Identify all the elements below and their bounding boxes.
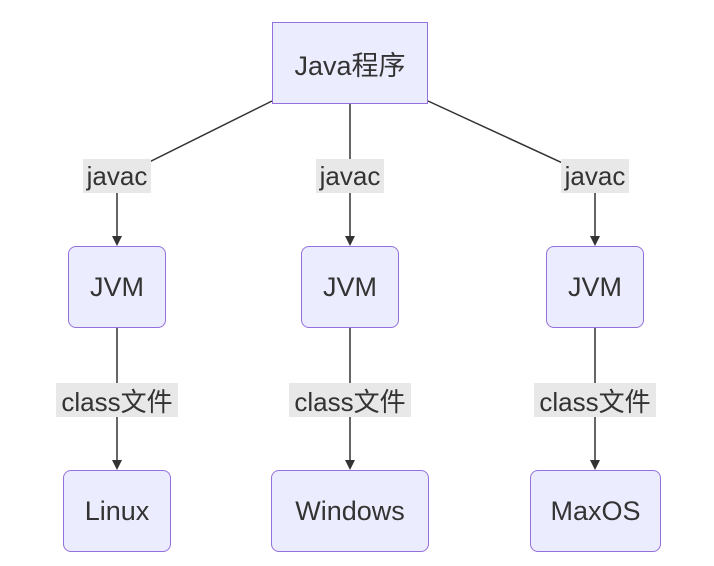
edge-label-javac-right: javac [561, 159, 629, 193]
node-os-linux: Linux [63, 470, 171, 552]
edge-label-javac-mid: javac [316, 159, 384, 193]
node-os-windows: Windows [271, 470, 429, 552]
node-java-program: Java程序 [272, 22, 428, 104]
edge-label-class-left: class文件 [56, 383, 178, 417]
edge-label-class-right: class文件 [534, 383, 656, 417]
node-jvm-right: JVM [546, 246, 644, 328]
node-jvm-mid: JVM [301, 246, 399, 328]
node-jvm-left: JVM [68, 246, 166, 328]
edge-label-javac-left: javac [83, 159, 151, 193]
edge-label-class-mid: class文件 [289, 383, 411, 417]
node-os-maxos: MaxOS [530, 470, 661, 552]
